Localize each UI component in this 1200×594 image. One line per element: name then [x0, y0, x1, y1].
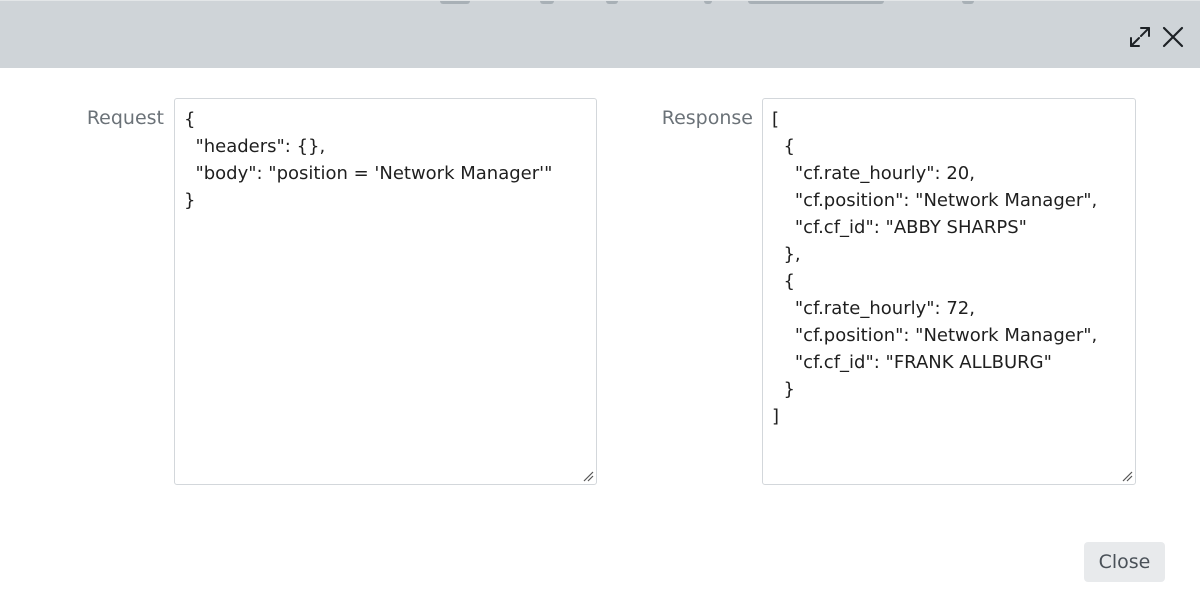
response-label: Response [661, 107, 753, 129]
resize-grip-icon[interactable] [1121, 470, 1133, 482]
request-textarea[interactable]: { "headers": {}, "body": "position = 'Ne… [175, 99, 596, 484]
dialog-close-button[interactable] [1159, 23, 1187, 51]
header-clipped-content [606, 1, 618, 4]
request-field-wrapper: { "headers": {}, "body": "position = 'Ne… [174, 98, 597, 485]
header-clipped-content [748, 1, 884, 4]
response-textarea[interactable]: [ { "cf.rate_hourly": 20, "cf.position":… [763, 99, 1135, 484]
expand-button[interactable] [1126, 23, 1154, 51]
close-icon [1162, 26, 1184, 48]
header-clipped-content [962, 1, 974, 4]
expand-icon [1130, 27, 1150, 47]
header-clipped-content [440, 1, 470, 4]
request-label: Request [86, 107, 164, 129]
header-clipped-content [704, 1, 712, 4]
response-field-wrapper: [ { "cf.rate_hourly": 20, "cf.position":… [762, 98, 1136, 485]
resize-grip-icon[interactable] [582, 470, 594, 482]
header-clipped-content [540, 1, 554, 4]
dialog-header [0, 0, 1200, 68]
close-button[interactable]: Close [1084, 542, 1165, 582]
